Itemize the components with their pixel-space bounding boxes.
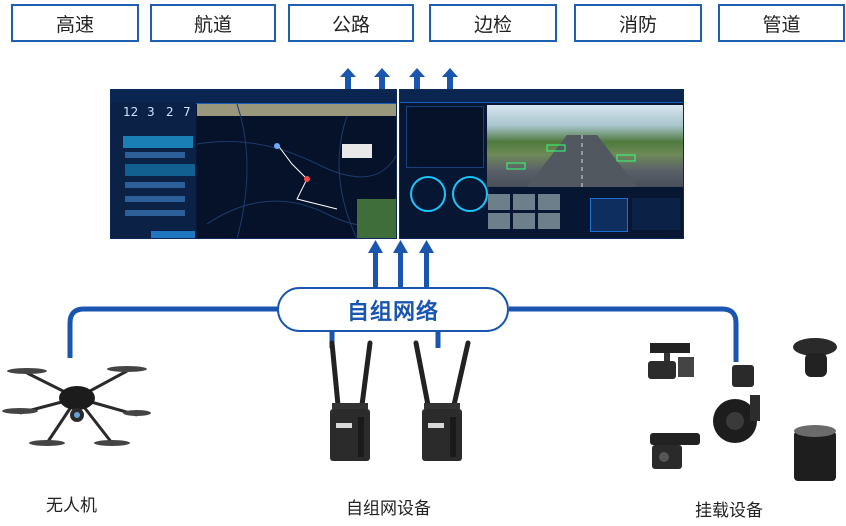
radio-device-icon-2 <box>413 340 471 461</box>
target-waterway: 航道 <box>150 4 276 42</box>
drone-icon <box>2 366 151 446</box>
uplink-arrows <box>340 68 458 91</box>
radio-device-icon-1 <box>329 340 373 461</box>
target-border: 边检 <box>429 4 557 42</box>
map-dashboard-screen: 12 3 2 7 <box>110 89 397 239</box>
caption-drone: 无人机 <box>46 496 97 516</box>
target-road: 公路 <box>288 4 414 42</box>
caption-payload: 挂载设备 <box>695 501 763 521</box>
caption-radio: 自组网设备 <box>346 499 431 519</box>
video-dashboard-screen <box>399 89 684 239</box>
stat-4: 7 <box>183 105 191 119</box>
target-highway: 高速 <box>11 4 139 42</box>
stat-3: 2 <box>166 105 174 119</box>
target-pipeline: 管道 <box>718 4 845 42</box>
ad-hoc-network-hub: 自组网络 <box>277 287 509 332</box>
stat-1: 12 <box>123 105 139 119</box>
stat-2: 3 <box>147 105 155 119</box>
target-fire: 消防 <box>574 4 702 42</box>
payload-devices-icon <box>648 338 837 481</box>
